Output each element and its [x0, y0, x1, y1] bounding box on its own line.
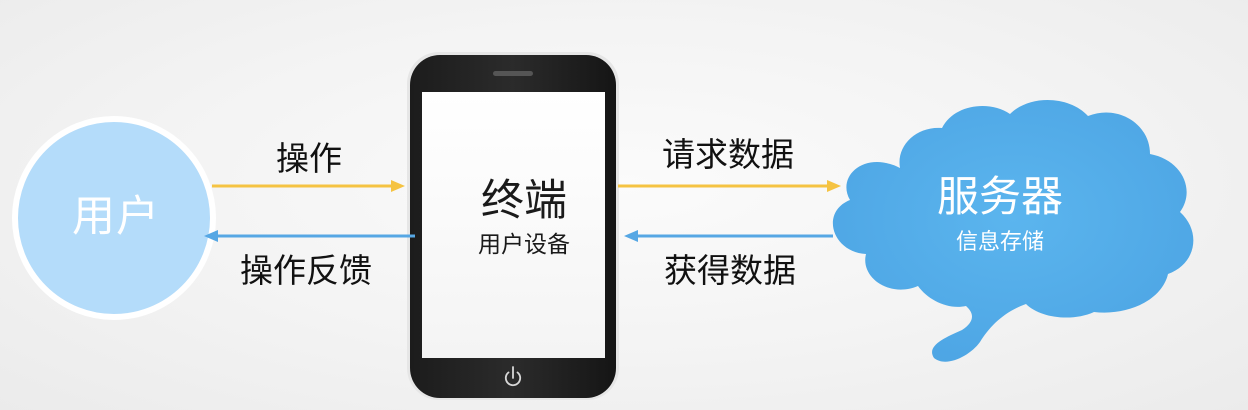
terminal-subtitle: 用户设备	[478, 232, 570, 258]
terminal-screen	[422, 92, 605, 358]
terminal-node	[407, 52, 619, 400]
request-label: 请求数据	[662, 135, 794, 174]
user-label: 用户	[72, 192, 160, 242]
user-node	[12, 116, 216, 320]
terminal-title: 终端	[481, 176, 567, 226]
request-arrow	[618, 180, 841, 192]
speaker-slot	[493, 71, 533, 76]
operate-label: 操作	[276, 139, 342, 178]
fetch-arrow	[624, 230, 833, 242]
server-node	[832, 99, 1194, 362]
feedback-arrow	[204, 230, 415, 242]
feedback-label: 操作反馈	[240, 251, 372, 290]
operate-arrow	[212, 180, 405, 192]
fetch-label: 获得数据	[664, 251, 796, 290]
power-icon	[504, 366, 522, 387]
server-title: 服务器	[936, 172, 1063, 221]
server-subtitle: 信息存储	[955, 230, 1044, 255]
